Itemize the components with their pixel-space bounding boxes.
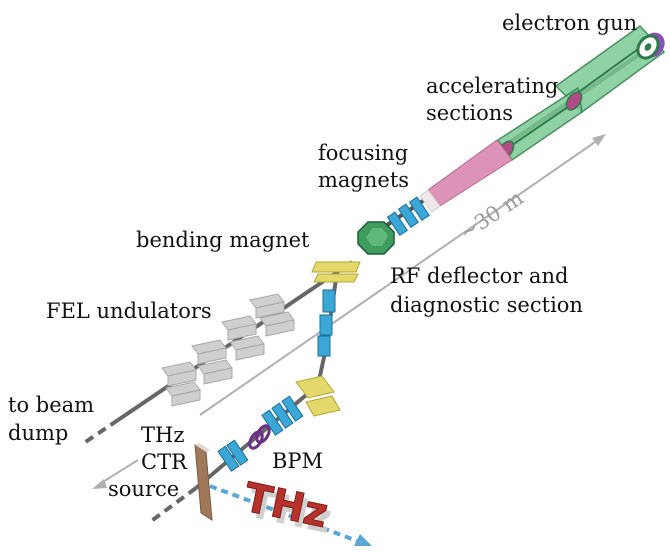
label-dump: dump	[8, 421, 68, 445]
label-focusing: focusing	[318, 141, 408, 165]
distance-arrow-lower	[92, 459, 139, 489]
label-accelerating: accelerating	[426, 74, 558, 98]
diagnostic-bend-magnet-lower	[295, 375, 341, 417]
label-fel-undulators: FEL undulators	[46, 299, 212, 323]
label-electron-gun: electron gun	[502, 11, 637, 35]
label-diagnostic-section: diagnostic section	[390, 293, 583, 317]
rf-deflector-quads	[317, 289, 336, 357]
label-sections: sections	[426, 101, 513, 125]
label-bpm: BPM	[272, 449, 323, 473]
label-source: source	[108, 477, 179, 501]
accelerating-ring-1	[565, 91, 583, 111]
thz-emblem-text: THz	[240, 475, 332, 537]
label-rf-deflector: RF deflector and	[390, 264, 568, 288]
diagnostic-bend-magnet-upper	[311, 261, 361, 283]
bpm-monitor	[248, 424, 271, 450]
bending-magnet-dipole	[357, 221, 395, 255]
label-to-beam: to beam	[8, 393, 94, 417]
label-thz: THz	[141, 423, 184, 447]
thz-emission-arrow	[209, 484, 372, 546]
thz-emblem: THz THz	[240, 474, 336, 543]
label-ctr: CTR	[141, 450, 188, 474]
pink-section	[419, 139, 513, 213]
focusing-magnets	[386, 196, 430, 237]
label-bending-magnet: bending magnet	[136, 228, 310, 252]
label-magnets: magnets	[318, 168, 409, 192]
fel-undulators	[161, 293, 295, 407]
electron-gun	[636, 32, 665, 60]
thz-ctr-screen	[194, 443, 213, 521]
distance-arrow	[199, 134, 606, 416]
label-distance: ~30 m	[455, 186, 527, 246]
bpm-quads	[217, 395, 304, 472]
